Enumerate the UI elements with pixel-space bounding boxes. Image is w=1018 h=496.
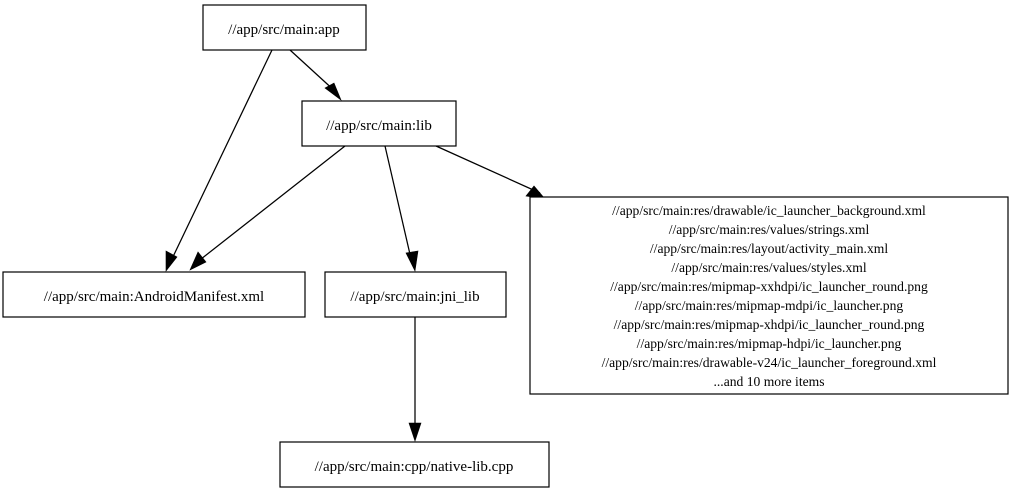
edge-jni-lib-to-native-lib: [408, 317, 422, 442]
node-box[interactable]: [301, 100, 457, 147]
res-file-line: //app/src/main:res/mipmap-xhdpi/ic_launc…: [614, 317, 925, 332]
node-label: //app/src/main:cpp/native-lib.cpp: [315, 459, 514, 475]
res-file-line: //app/src/main:res/values/strings.xml: [669, 222, 870, 237]
graph-nodes: //app/src/main:app //app/src/main:lib //…: [2, 4, 1009, 488]
node-box[interactable]: [202, 4, 367, 51]
node-res-files[interactable]: //app/src/main:res/drawable/ic_launcher_…: [529, 196, 1009, 395]
res-file-line: //app/src/main:res/drawable/ic_launcher_…: [612, 203, 926, 218]
edge-line: [384, 145, 413, 264]
graph-edges: [165, 49, 546, 442]
arrowhead-icon: [324, 82, 342, 101]
node-box[interactable]: [324, 271, 507, 318]
res-file-line: //app/src/main:res/mipmap-hdpi/ic_launch…: [637, 336, 902, 351]
node-android-manifest[interactable]: //app/src/main:AndroidManifest.xml: [2, 271, 306, 318]
node-app[interactable]: //app/src/main:app: [202, 4, 367, 51]
node-label-lines: //app/src/main:res/drawable/ic_launcher_…: [602, 203, 937, 389]
res-file-line: //app/src/main:res/values/styles.xml: [671, 260, 866, 275]
edge-app-to-lib: [289, 49, 342, 101]
arrowhead-icon: [405, 250, 419, 272]
node-box[interactable]: [529, 196, 1009, 395]
edge-line: [169, 49, 273, 264]
node-label: //app/src/main:lib: [326, 118, 432, 134]
arrowhead-icon: [189, 251, 207, 271]
node-label: //app/src/main:jni_lib: [350, 289, 479, 305]
edge-app-to-manifest: [165, 49, 273, 272]
res-file-line: ...and 10 more items: [714, 374, 825, 389]
arrowhead-icon: [408, 422, 422, 442]
node-label: //app/src/main:app: [228, 22, 340, 38]
edge-lib-to-jni-lib: [384, 145, 419, 272]
res-file-line: //app/src/main:res/layout/activity_main.…: [650, 241, 888, 256]
arrowhead-icon: [165, 250, 178, 272]
edge-lib-to-res-files: [435, 145, 546, 200]
res-file-line: //app/src/main:res/mipmap-xxhdpi/ic_laun…: [610, 279, 928, 294]
res-file-line: //app/src/main:res/mipmap-mdpi/ic_launch…: [635, 298, 904, 313]
node-lib[interactable]: //app/src/main:lib: [301, 100, 457, 147]
edge-lib-to-manifest: [189, 145, 346, 271]
edge-line: [435, 145, 541, 194]
res-file-line: //app/src/main:res/drawable-v24/ic_launc…: [602, 355, 937, 370]
node-box[interactable]: [279, 441, 550, 488]
node-box[interactable]: [2, 271, 306, 318]
node-label: //app/src/main:AndroidManifest.xml: [44, 289, 264, 305]
node-jni-lib[interactable]: //app/src/main:jni_lib: [324, 271, 507, 318]
edge-line: [195, 145, 346, 264]
node-native-lib-cpp[interactable]: //app/src/main:cpp/native-lib.cpp: [279, 441, 550, 488]
